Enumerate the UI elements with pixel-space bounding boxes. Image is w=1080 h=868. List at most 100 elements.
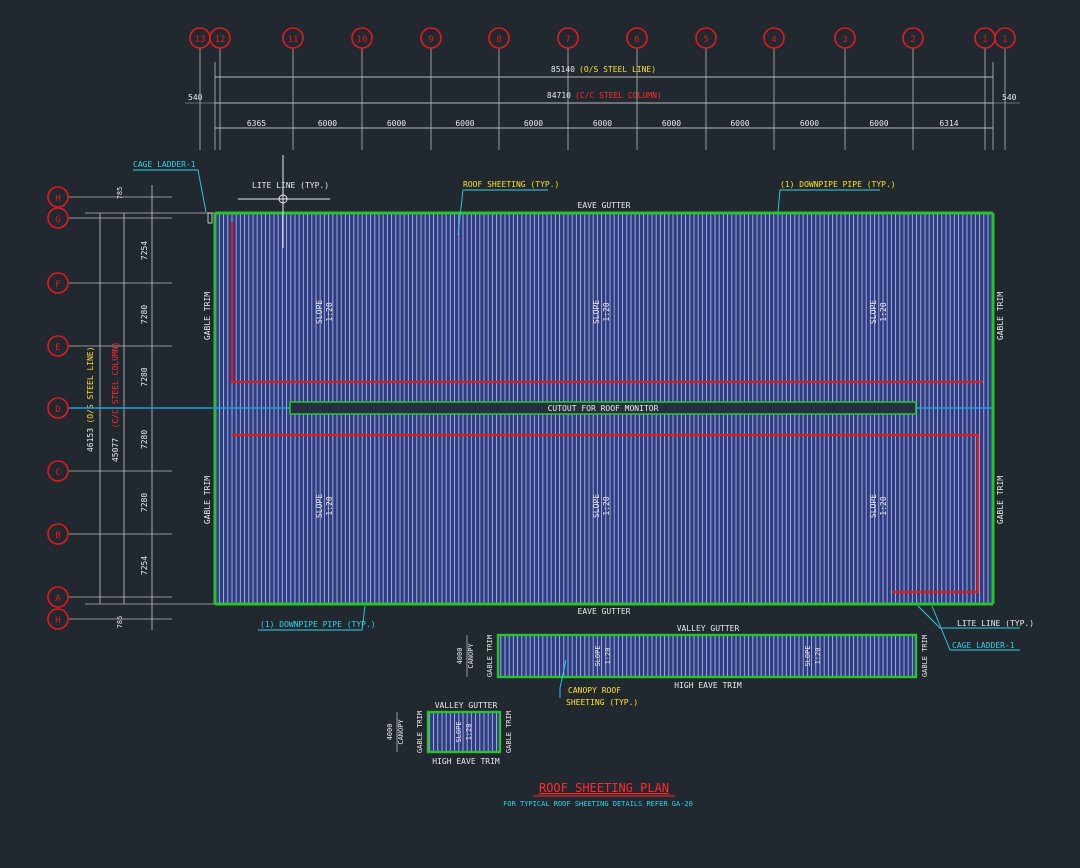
bay-dimension: 6000: [869, 119, 888, 128]
overall-column-value: 84710: [547, 91, 571, 100]
top-dimension-strip: 85140(O/S STEEL LINE)84710(C/C STEEL COL…: [185, 62, 1020, 150]
roof-monitor-cutout: [289, 401, 917, 415]
slope-label-6: SLOPE: [869, 494, 878, 518]
left-grid-bubble: [47, 460, 69, 482]
canopy-2-ratio: 1:20: [465, 724, 473, 741]
roof-sheeting-label: ROOF SHEETING (TYP.): [463, 180, 559, 189]
cage-ladder-top-label: CAGE LADDER-1: [133, 160, 196, 169]
vertical-bay-dimension: 7280: [140, 367, 149, 386]
cutout-label: CUTOUT FOR ROOF MONITOR: [548, 404, 659, 413]
bay-dimension: 6314: [939, 119, 958, 128]
cage-ladder-bottom-leader: [931, 605, 1020, 651]
top-grid-bubble: [763, 27, 785, 49]
lite-line-bottom-label: LITE LINE (TYP.): [957, 619, 1034, 628]
top-grid-bubble-label: 2: [910, 35, 915, 45]
left-grid-bubble-label: A: [55, 594, 61, 604]
top-grid-bubble-label: 4: [771, 35, 776, 45]
left-grid-bubble: [47, 186, 69, 208]
eave-gutter-top-label: EAVE GUTTER: [578, 201, 631, 210]
left-grid-bubble: [47, 397, 69, 419]
gable-trim-left-lower: GABLE TRIM: [203, 476, 212, 524]
top-grid-bubble-label: 8: [496, 35, 501, 45]
left-grid-bubble-label: E: [55, 343, 60, 353]
cage-ladder-top-marker: [207, 212, 213, 224]
bay-dimension: 6365: [247, 119, 266, 128]
top-grid-bubble-label: 7: [565, 35, 570, 45]
canopy-2-high-eave: HIGH EAVE TRIM: [432, 757, 500, 766]
canopy-1-dim: 4000: [456, 648, 464, 665]
top-grid-bubble-label: 11: [288, 35, 299, 45]
bay-dimension: 6000: [730, 119, 749, 128]
vertical-bay-dimension: 7280: [140, 305, 149, 324]
top-grid-bubble-label: 6: [634, 35, 639, 45]
vertical-bay-dimension: 7254: [140, 241, 149, 260]
canopy-1: VALLEY GUTTER HIGH EAVE TRIM GABLE TRIM …: [456, 624, 929, 707]
bay-dimension: 6000: [318, 119, 337, 128]
top-grid-bubble-label: 13: [195, 35, 206, 45]
eave-gutter-bottom-label: EAVE GUTTER: [578, 607, 631, 616]
offset-right: 540: [1002, 93, 1017, 102]
vertical-column-value: 45077: [111, 438, 120, 462]
lite-line-cross-circle: [278, 194, 288, 204]
canopy-roof-sheeting-1: CANOPY ROOF: [568, 686, 621, 695]
top-grid-bubble-label: 1: [1002, 35, 1007, 45]
canopy-2-slope: SLOPE: [455, 721, 463, 742]
slope-label-3: SLOPE: [869, 300, 878, 324]
top-grid-bubble-label: 12: [215, 35, 226, 45]
slope-label-5: SLOPE: [592, 494, 601, 518]
left-grid-bubble: [47, 272, 69, 294]
left-grid-bubble: [47, 207, 69, 229]
slope-ratio-5: 1:20: [602, 496, 611, 515]
vertical-end-bottom: 785: [116, 616, 124, 629]
left-grid-bubble-label: F: [55, 280, 60, 290]
slope-ratio-6: 1:20: [879, 496, 888, 515]
cage-ladder-top-leader: [133, 169, 207, 213]
top-grid-bubble: [282, 27, 304, 49]
top-grid-bubble-label: 5: [703, 35, 708, 45]
slope-ratio-4: 1:20: [325, 496, 334, 515]
top-grid-bubble-label: 1: [982, 35, 987, 45]
top-grid-bubble-label: 9: [428, 35, 433, 45]
canopy-2-gable-left: GABLE TRIM: [416, 711, 424, 753]
vertical-steel-value: 46153: [86, 428, 95, 452]
bay-dimension: 6000: [524, 119, 543, 128]
downpipe-bottom-leader: [258, 605, 366, 631]
canopy-1-sheeting: [496, 633, 918, 679]
top-grid-bubble: [994, 27, 1016, 49]
vertical-bay-dimension: 7254: [140, 556, 149, 575]
gable-trim-right-lower: GABLE TRIM: [996, 476, 1005, 524]
slope-ratio-1: 1:20: [325, 302, 334, 321]
top-grid-bubble: [420, 27, 442, 49]
slope-ratio-2: 1:20: [602, 302, 611, 321]
roof-sheeting-leader: [457, 189, 548, 236]
left-grid-bubble: [47, 335, 69, 357]
slope-label-4: SLOPE: [315, 494, 324, 518]
canopy-2-valley-gutter: VALLEY GUTTER: [435, 701, 498, 710]
bay-dimension: 6000: [593, 119, 612, 128]
canopy-1-high-eave: HIGH EAVE TRIM: [674, 681, 742, 690]
left-grid-bubble-label: H: [55, 194, 60, 204]
left-grid-bubble: [47, 586, 69, 608]
lite-line-bottom-leader: [917, 605, 1020, 629]
canopy-2-gable-right: GABLE TRIM: [505, 711, 513, 753]
vertical-bay-dimension: 7280: [140, 430, 149, 449]
bay-dimension: 6000: [387, 119, 406, 128]
vertical-bay-dimension: 7280: [140, 493, 149, 512]
top-grid-bubble-label: 10: [357, 35, 368, 45]
main-roof-plan: CUTOUT FOR ROOF MONITOR: [70, 155, 995, 606]
overall-column-note: (C/C STEEL COLUMN): [575, 91, 662, 100]
red-line-lower: [232, 433, 980, 594]
top-grid-bubble: [902, 27, 924, 49]
canopy-roof-sheeting-2: SHEETING (TYP.): [566, 698, 638, 707]
canopy-1-gable-right: GABLE TRIM: [921, 635, 929, 677]
gable-trim-right-upper: GABLE TRIM: [996, 292, 1005, 340]
vertical-end-top: 785: [116, 187, 124, 200]
slope-label-1: SLOPE: [315, 300, 324, 324]
drawing-title: ROOF SHEETING PLAN: [539, 781, 669, 795]
canopy-1-canopy: CANOPY: [467, 643, 475, 669]
cage-ladder-bottom-label: CAGE LADDER-1: [952, 641, 1015, 650]
top-grid-bubble: [209, 27, 231, 49]
